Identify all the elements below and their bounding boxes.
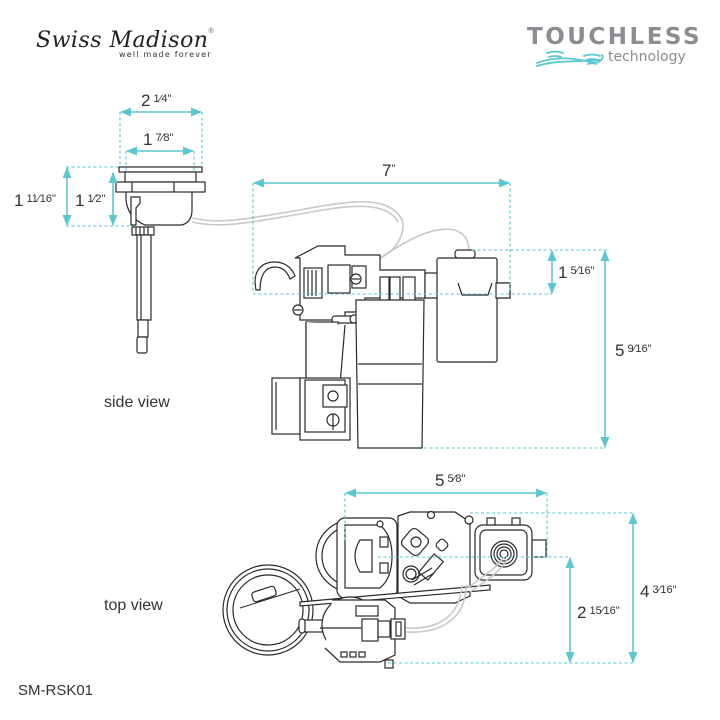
top-view-cable — [405, 556, 508, 633]
brand-name: Swiss Madison — [36, 28, 209, 53]
registered-mark: ® — [208, 28, 214, 35]
touchless-subtitle: technology — [608, 49, 686, 65]
sensor-cable — [191, 201, 470, 263]
top-view-label: top view — [104, 597, 163, 614]
model-number: SM-RSK01 — [18, 682, 94, 699]
side-view-dimensions — [62, 107, 610, 449]
brand-logo: Swiss Madison® — [36, 28, 214, 53]
valve-top-drawing — [222, 510, 547, 669]
top-view-dimensions — [344, 488, 638, 664]
dim-valve-width: 7" — [382, 161, 396, 180]
brand-tagline: well made forever — [119, 50, 212, 59]
side-view-label: side view — [104, 394, 170, 411]
valve-side-drawing — [254, 245, 511, 449]
touchless-title: TOUCHLESS — [527, 24, 703, 50]
push-button-side-drawing — [115, 166, 206, 354]
